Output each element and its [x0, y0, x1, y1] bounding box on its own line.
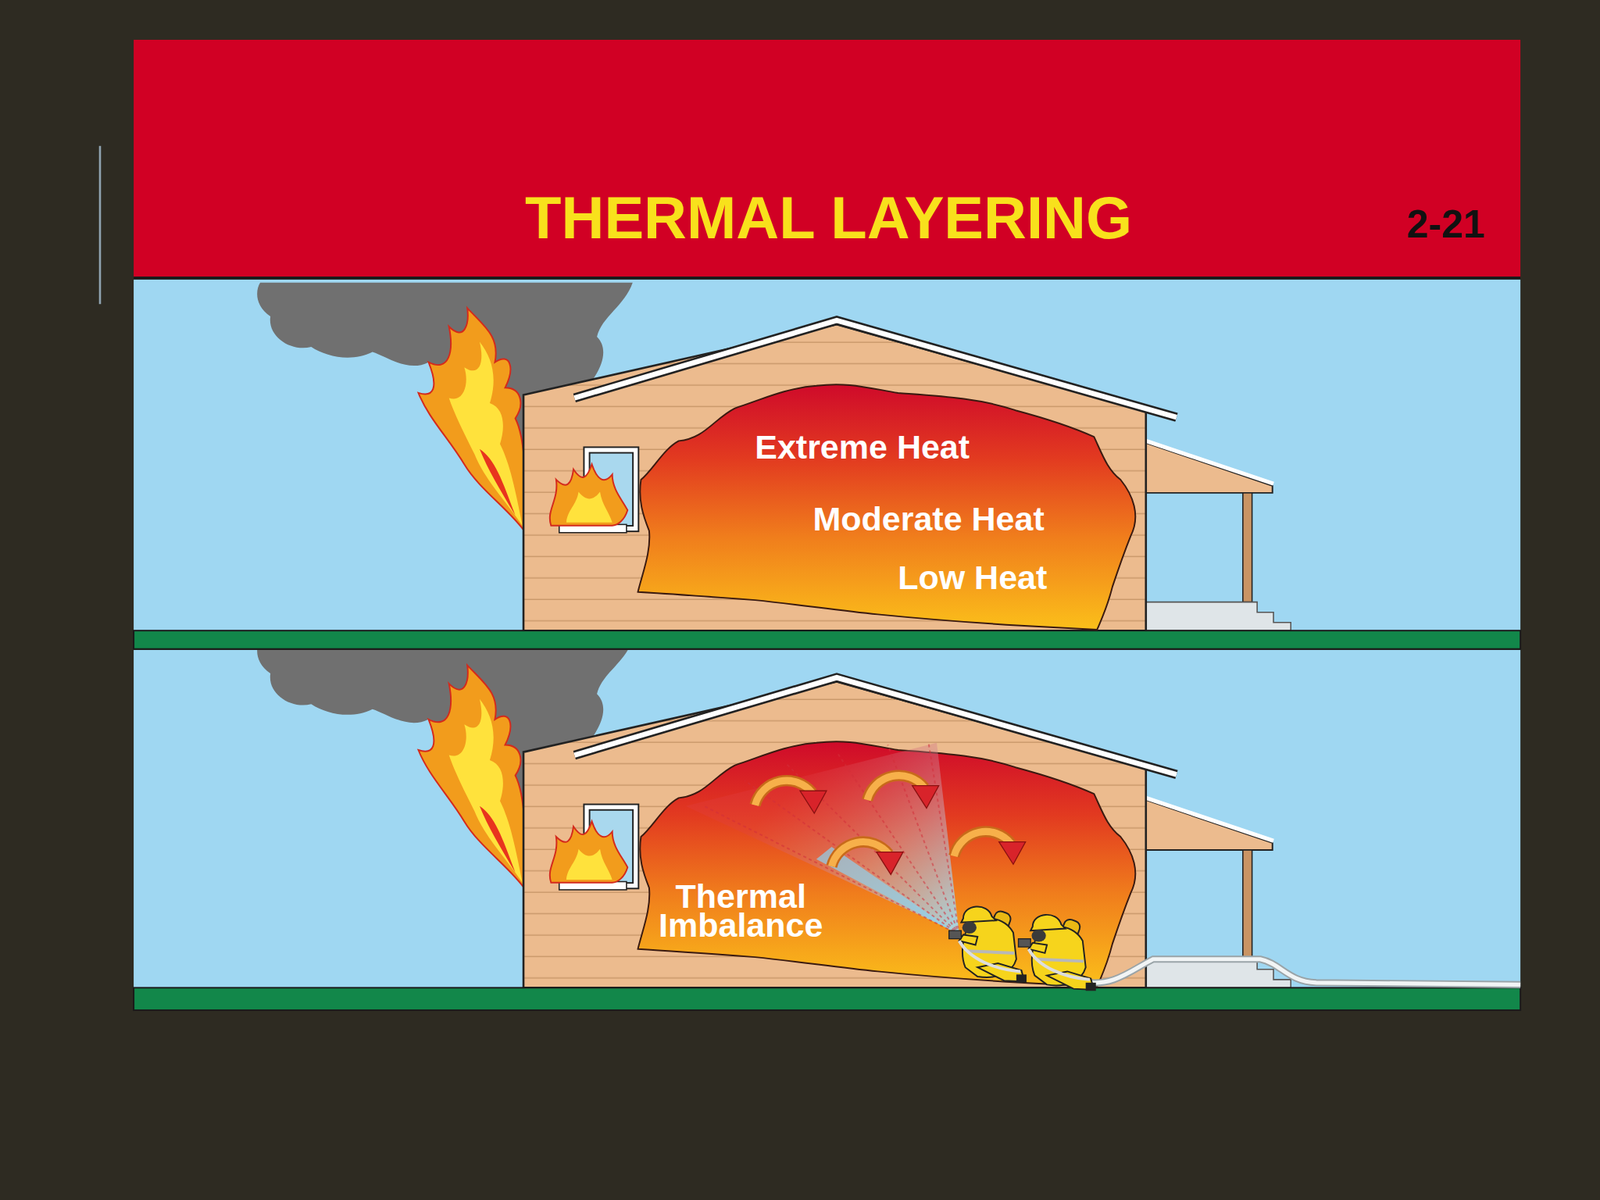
house-top: [257, 282, 1291, 631]
sky-top: [133, 279, 1521, 631]
hose-line: [1083, 959, 1521, 986]
slide-rule: [99, 146, 102, 304]
scene: [100, 39, 1521, 1011]
zone-label: Moderate Heat: [812, 499, 1044, 538]
hose-line: [1083, 959, 1521, 986]
fire-cutaway: [637, 384, 1136, 630]
title-banner: [133, 39, 1521, 278]
house: [257, 650, 1291, 988]
heat-zone: Extreme HeatModerate HeatLow Heat: [632, 379, 1143, 633]
ground-strip: [133, 987, 1521, 1011]
figure-number: 2-21: [1407, 201, 1486, 247]
ground-strip: [133, 630, 1521, 650]
fire-cutaway: [637, 741, 1136, 987]
house-bottom: [257, 650, 1291, 988]
zone-label: Extreme Heat: [754, 428, 970, 467]
house: [257, 282, 1291, 631]
zone-label: Low Heat: [897, 558, 1047, 597]
zone-label: Thermal Imbalance: [649, 882, 833, 940]
heat-zone-outline: [632, 736, 1143, 990]
slide-title: THERMAL LAYERING: [525, 183, 1133, 252]
banner-rule: [133, 276, 1521, 280]
heat-zone: Thermal Imbalance: [632, 736, 1143, 990]
